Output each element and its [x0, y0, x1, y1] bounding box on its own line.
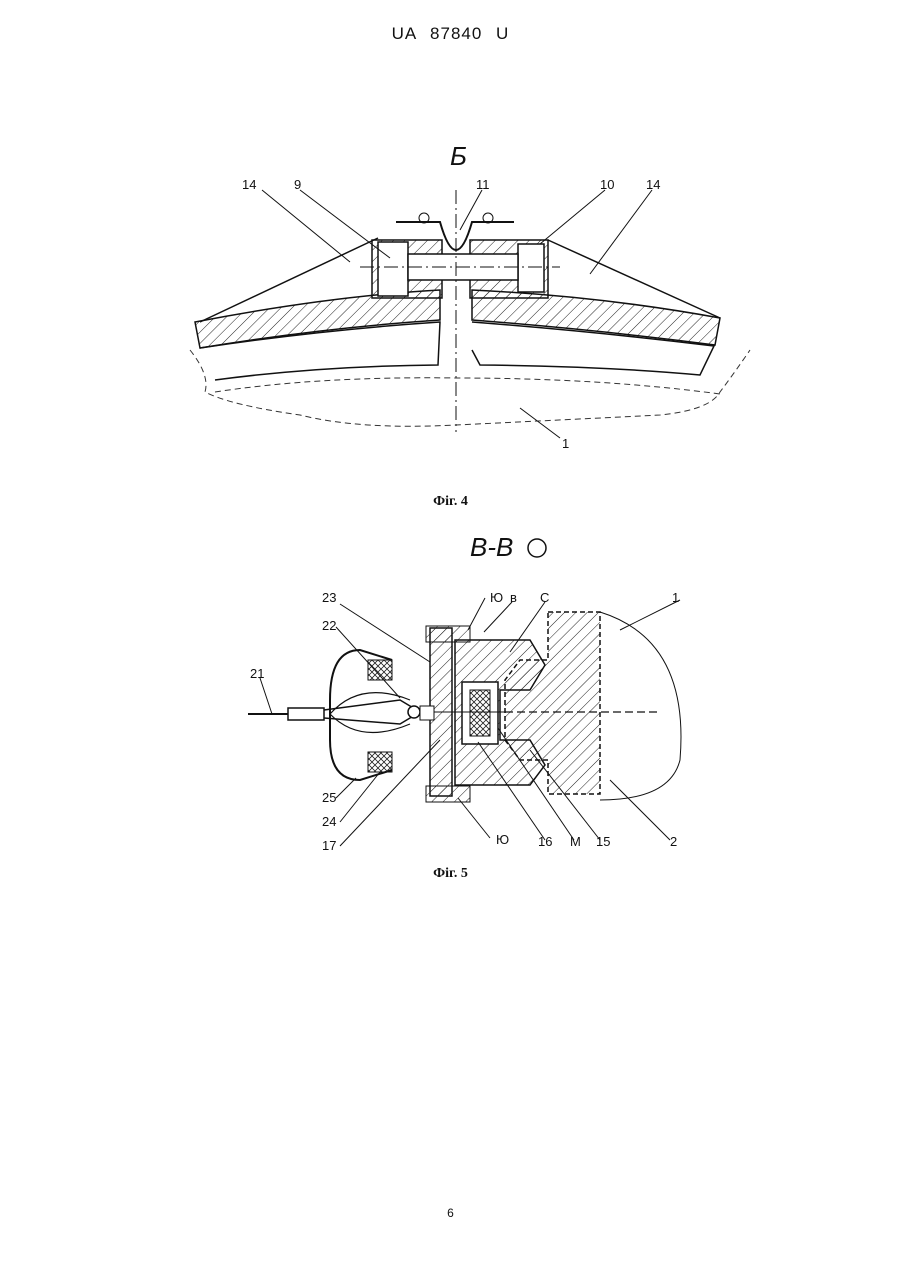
cable-sleeve — [288, 708, 324, 720]
label-15: 15 — [596, 834, 610, 849]
label-1: 1 — [562, 436, 569, 451]
patent-number-header: UA 87840 U — [0, 24, 901, 44]
figure-4-drawing: Б 14 9 11 10 14 1 — [0, 130, 901, 490]
label-m: М — [570, 834, 581, 849]
label-1-fig5: 1 — [672, 590, 679, 605]
label-9: 9 — [294, 177, 301, 192]
connector-pin — [408, 706, 420, 718]
figure-5-caption: Фіг. 5 — [0, 866, 901, 882]
label-14-left: 14 — [242, 177, 256, 192]
label-11: 11 — [476, 177, 490, 192]
label-25: 25 — [322, 790, 336, 805]
label-17: 17 — [322, 838, 336, 853]
label-10: 10 — [600, 177, 614, 192]
label-22: 22 — [322, 618, 336, 633]
figure-4-caption: Фіг. 4 — [0, 494, 901, 510]
label-14-right: 14 — [646, 177, 660, 192]
figure-5-drawing: В-В 23 Ю в С 1 22 21 25 24 17 Ю 16 М 15 — [0, 528, 901, 858]
section-letter-b: Б — [450, 141, 467, 171]
label-21: 21 — [250, 666, 264, 681]
nut — [518, 244, 544, 292]
section-title-vv: В-В — [470, 532, 513, 562]
label-2: 2 — [670, 834, 677, 849]
label-yu-bottom: Ю — [496, 832, 509, 847]
bolt-head — [378, 242, 408, 296]
label-s: С — [540, 590, 549, 605]
label-16: 16 — [538, 834, 552, 849]
label-v: в — [510, 590, 517, 605]
label-23: 23 — [322, 590, 336, 605]
page-number: 6 — [0, 1206, 901, 1220]
label-24: 24 — [322, 814, 336, 829]
rotation-icon — [528, 539, 546, 557]
label-yu-top: Ю — [490, 590, 503, 605]
